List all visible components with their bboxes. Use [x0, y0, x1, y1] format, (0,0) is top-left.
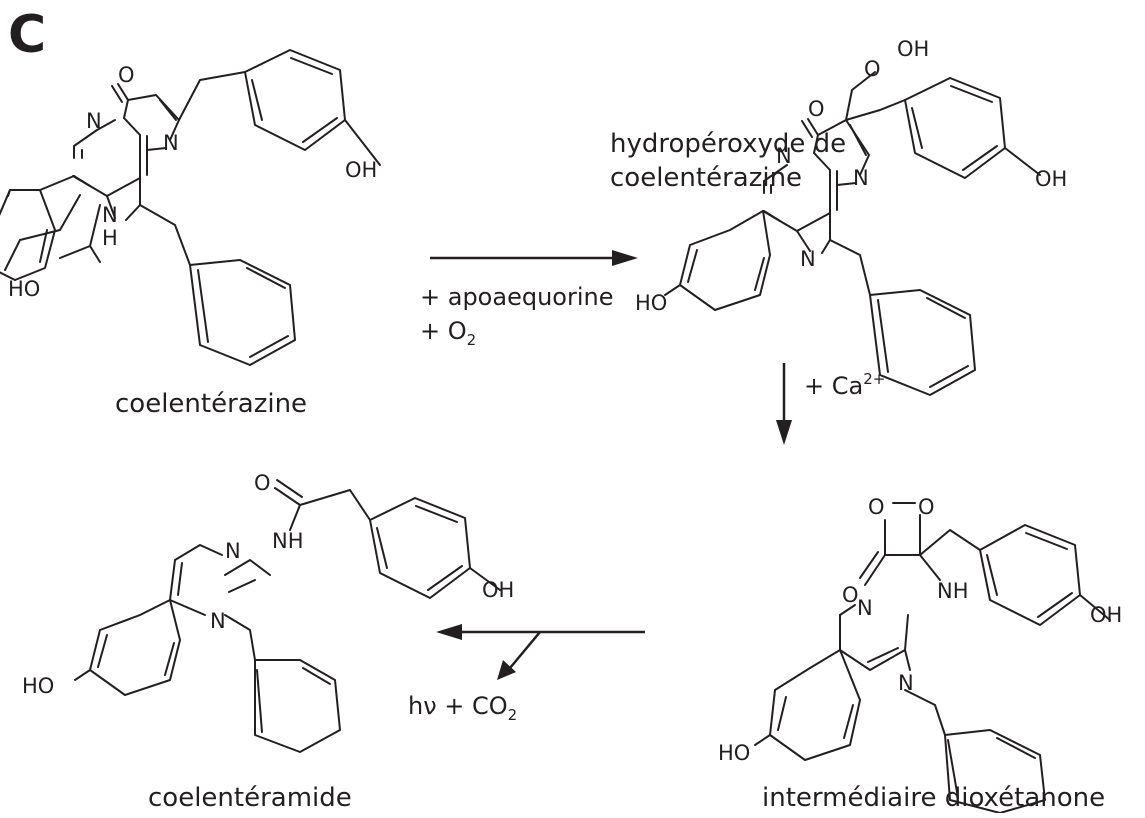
- condition-light-co2-sub: 2: [508, 706, 518, 724]
- atom-ho-4: HO: [22, 674, 54, 698]
- condition-light-co2: hν + CO2: [408, 692, 517, 724]
- atom-oh-2b: OH: [1035, 167, 1067, 191]
- atom-h-1: H: [102, 226, 118, 250]
- arrow-step1: [430, 250, 638, 266]
- condition-oxygen-prefix: + O: [420, 317, 467, 345]
- atom-nh-3: NH: [937, 579, 969, 603]
- condition-calcium-sup: 2+: [863, 370, 885, 388]
- structure-dioxetanone: [754, 502, 1111, 814]
- structure-hydroperoxide: [664, 71, 1041, 396]
- atom-oh-3: OH: [1090, 603, 1122, 627]
- phenol-left-1: [4, 194, 81, 271]
- arrow-step2: [776, 363, 792, 445]
- atom-o-3b: O: [918, 495, 935, 519]
- atom-nh-4: NH: [272, 529, 304, 553]
- structure-coelenterazine: [0, 49, 381, 366]
- atom-o-2: O: [808, 97, 825, 121]
- panel-label: C: [8, 5, 46, 65]
- label-hydroperoxide-1: hydropéroxyde de: [610, 129, 846, 159]
- condition-light-co2-prefix: hν + CO: [408, 692, 508, 720]
- label-coelenteramide: coelentéramide: [148, 783, 352, 813]
- atom-n-4b: N: [210, 609, 226, 633]
- condition-calcium-prefix: + Ca: [804, 372, 863, 400]
- atom-n-3a: N: [857, 596, 873, 620]
- condition-oxygen: + O2: [420, 317, 476, 349]
- atom-o-2b: O: [864, 57, 881, 81]
- atom-o-3c: O: [842, 583, 859, 607]
- label-coelenterazine: coelentérazine: [115, 389, 307, 419]
- atom-oh-2a: OH: [897, 37, 929, 61]
- atom-o-1: O: [118, 63, 135, 87]
- atom-o-4: O: [254, 471, 271, 495]
- atom-n-2c: N: [800, 247, 816, 271]
- condition-oxygen-sub: 2: [467, 331, 477, 349]
- atom-oh-4: OH: [482, 578, 514, 602]
- atom-ho-2: HO: [635, 291, 667, 315]
- atom-ho-3: HO: [718, 741, 750, 765]
- atom-n-2b: N: [853, 166, 869, 190]
- condition-apoaequorine: + apoaequorine: [420, 283, 613, 311]
- atom-n-4a: N: [225, 539, 241, 563]
- label-dioxetanone: intermédiaire dioxétanone: [762, 783, 1105, 813]
- atom-ho-1: HO: [8, 277, 40, 301]
- arrow-step3: [436, 624, 645, 680]
- atom-n-1a: N: [86, 109, 102, 133]
- condition-calcium: + Ca2+: [804, 370, 885, 400]
- atom-oh-1: OH: [345, 158, 377, 182]
- atom-n-1c: N: [102, 203, 118, 227]
- atom-n-3b: N: [898, 671, 914, 695]
- structure-coelenteramide: [74, 479, 501, 753]
- atom-o-3a: O: [868, 495, 885, 519]
- atom-n-2a: N: [776, 144, 792, 168]
- atom-n-1b: N: [163, 131, 179, 155]
- label-hydroperoxide-2: coelentérazine: [610, 163, 802, 193]
